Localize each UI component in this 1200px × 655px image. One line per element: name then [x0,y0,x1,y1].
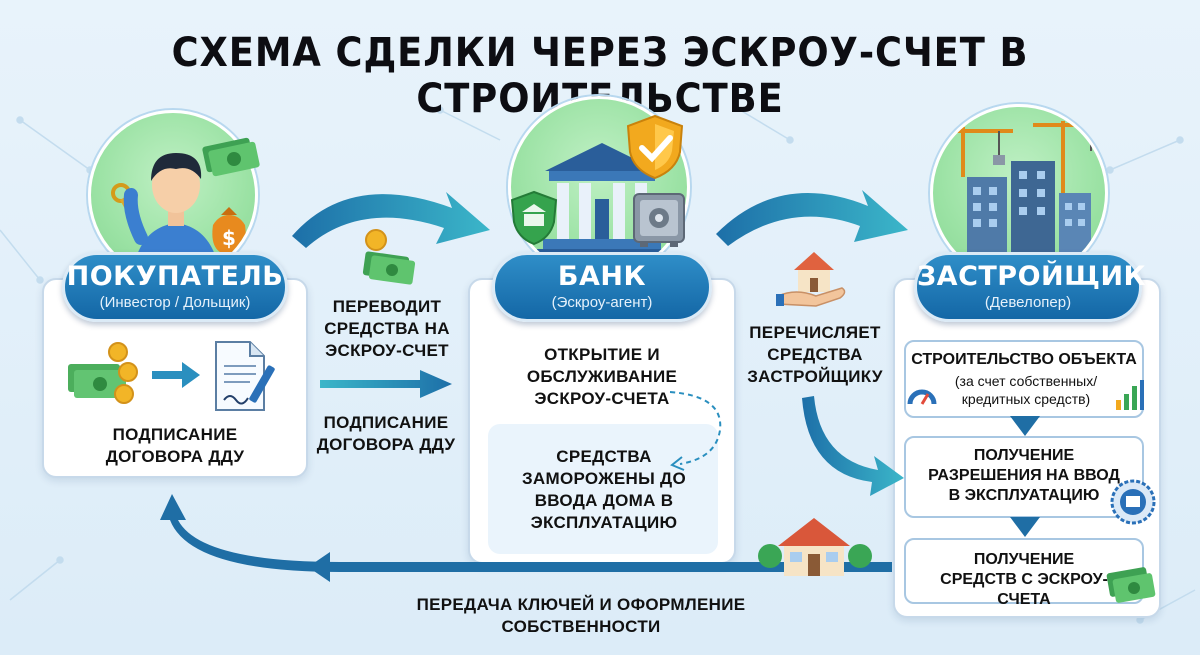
cash-coins-icon [362,229,416,285]
buyer-avatar-circle: $ [88,110,258,280]
person-with-keys-icon: $ [111,153,246,277]
arrow-buyer-to-bank-top [292,192,490,248]
frozen-funds-box [488,424,718,554]
flow-buyer-to-bank-label: ПЕРЕВОДИТ СРЕДСТВА НА ЭСКРОУ-СЧЕТ [324,297,450,360]
coins-icon [68,342,138,404]
developer-step-1-note: (за счет собственных/ кредитных средств) [954,373,1098,407]
developer-step-2-label: ПОЛУЧЕНИЕ РАЗРЕШЕНИЯ НА ВВОД В ЭКСПЛУАТА… [928,447,1120,504]
house-icon [758,518,872,576]
seal-certificate-icon [1110,479,1156,525]
bank-action: ОТКРЫТИЕ И ОБСЛУЖИВАНИЕ ЭСКРОУ-СЧЕТА [526,345,678,408]
buyer-role: (Инвестор / Дольщик) [99,294,251,311]
buyer-action: ПОДПИСАНИЕ ДОГОВОРА ДДУ [105,425,245,466]
cash-icon [202,137,260,177]
developer-name: ЗАСТРОЙЩИК [917,261,1147,292]
bank-name: БАНК [557,261,647,292]
bank-frozen-text: СРЕДСТВА ЗАМОРОЖЕНЫ ДО ВВОДА ДОМА В ЭКСП… [521,447,686,532]
arrow-buyer-to-bank-middle [320,370,452,398]
bank-banner: БАНК (Эскроу-агент) [492,252,712,322]
down-arrow-icon [1010,416,1040,436]
developer-step-permit: ПОЛУЧЕНИЕ РАЗРЕШЕНИЯ НА ВВОД В ЭКСПЛУАТА… [904,436,1144,518]
flow-bank-to-developer-label: ПЕРЕЧИСЛЯЕТ СРЕДСТВА ЗАСТРОЙЩИКУ [747,323,883,386]
money-bag-icon: $ [212,207,246,255]
gauge-icon [907,389,937,405]
bar-chart-icon [1116,380,1144,410]
developer-step-construction: СТРОИТЕЛЬСТВО ОБЪЕКТА (за счет собственн… [904,340,1144,418]
developer-banner: ЗАСТРОЙЩИК (Девелопер) [914,252,1147,322]
arrow-right-icon [152,362,200,388]
developer-step-3-label: ПОЛУЧЕНИЕ СРЕДСТВ С ЭСКРОУ-СЧЕТА [940,551,1108,608]
developer-role: (Девелопер) [984,294,1072,311]
shield-check-icon [626,114,684,180]
safe-icon [633,193,685,247]
cash-icon-developer [1106,567,1156,603]
buyer-banner: ПОКУПАТЕЛЬ (Инвестор / Дольщик) [62,252,288,322]
bank-shield-icon [510,190,558,246]
flow-buyer-to-bank-label-2: ПОДПИСАНИЕ ДОГОВОРА ДДУ [316,413,456,454]
bank-role: (Эскроу-агент) [551,294,653,311]
developer-step-1-label: СТРОИТЕЛЬСТВО ОБЪЕКТА [911,351,1137,368]
dashed-arrow-icon [669,391,722,471]
down-arrow-icon-2 [1010,517,1040,537]
arrow-bank-to-developer-lower [802,396,904,496]
svg-text:$: $ [222,226,236,250]
developer-step-funds: ПОЛУЧЕНИЕ СРЕДСТВ С ЭСКРОУ-СЧЕТА [904,538,1144,608]
document-pen-icon [215,341,275,411]
house-in-hand-icon [776,252,846,307]
buyer-name: ПОКУПАТЕЛЬ [66,261,284,292]
flow-developer-to-buyer-label: ПЕРЕДАЧА КЛЮЧЕЙ И ОФОРМЛЕНИЕ СОБСТВЕННОС… [416,595,746,636]
arrow-bank-to-developer-top [716,190,908,246]
